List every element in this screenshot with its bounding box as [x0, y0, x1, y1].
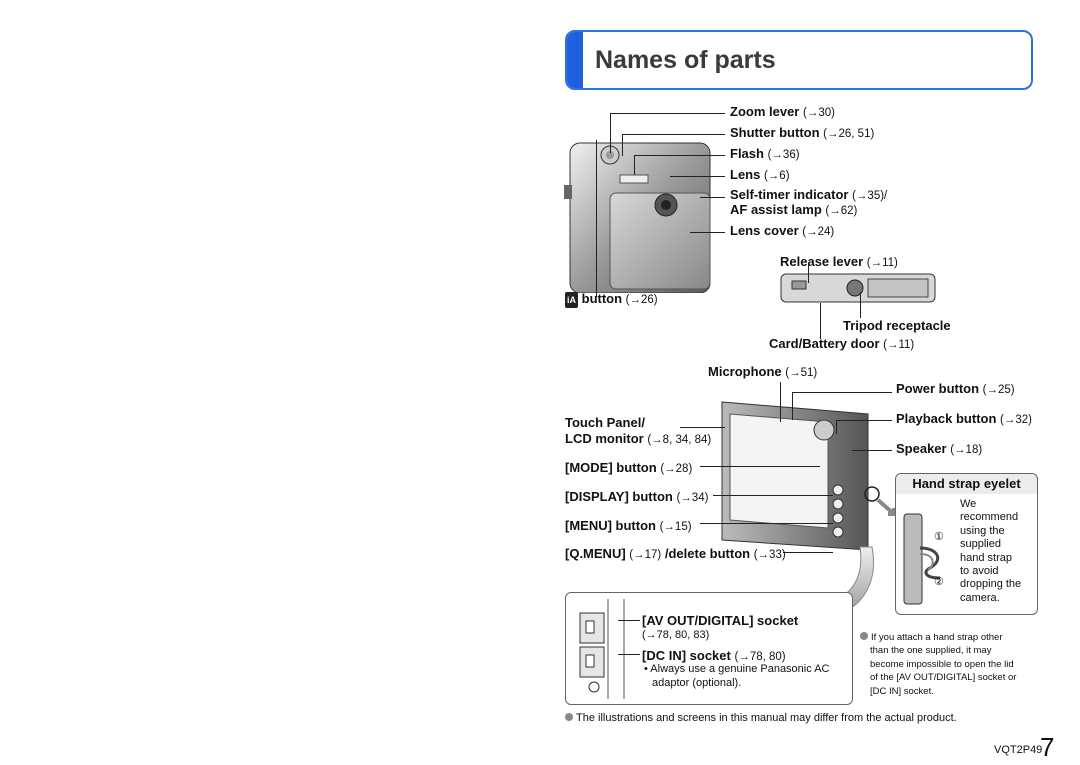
label-av-socket: [AV OUT/DIGITAL] socket [642, 613, 799, 628]
dc-note-line2: adaptor (optional). [652, 677, 742, 689]
label-display-button: [DISPLAY] button (→34) [565, 489, 709, 504]
strap-mark-1: ① [934, 531, 944, 543]
footer-bullet-icon [565, 713, 573, 721]
socket-inset-panel: [AV OUT/DIGITAL] socket (→78, 80, 83) [D… [565, 592, 853, 705]
camera-front-illustration [564, 142, 711, 293]
ia-icon: iA [565, 292, 578, 308]
label-power-button: Power button (→25) [896, 381, 1015, 396]
label-lens-cover: Lens cover (→24) [730, 223, 835, 238]
label-lens: Lens (→6) [730, 167, 790, 182]
label-mode-button: [MODE] button (→28) [565, 460, 693, 475]
page-title: Names of parts [595, 46, 776, 74]
socket-illustration [579, 599, 625, 699]
note-bullet-icon [860, 632, 868, 640]
label-card-door: Card/Battery door (→11) [769, 336, 915, 351]
strap-mark-2: ② [934, 576, 944, 588]
label-microphone: Microphone (→51) [708, 364, 818, 379]
model-number: VQT2P49 [994, 744, 1043, 756]
strap-note: If you attach a hand strap other than th… [860, 631, 1016, 698]
label-touch-panel: Touch Panel/ [565, 415, 645, 430]
label-ia-button: iA button (→26) [565, 291, 658, 308]
label-playback-button: Playback button (→32) [896, 411, 1032, 426]
label-menu-button: [MENU] button (→15) [565, 518, 692, 533]
camera-back-illustration [721, 401, 869, 551]
page-number: 7 [1040, 732, 1055, 762]
hand-strap-panel: Hand strap eyelet ① ② We recommend using… [895, 473, 1038, 615]
label-lcd-monitor: LCD monitor (→8, 34, 84) [565, 431, 712, 446]
label-self-timer: Self-timer indicator (→35)/ [730, 187, 888, 202]
footer-note: The illustrations and screens in this ma… [565, 712, 957, 724]
label-dc-socket: [DC IN] socket (→78, 80) [642, 648, 786, 663]
hand-strap-title: Hand strap eyelet [896, 474, 1037, 494]
camera-bottom-illustration [780, 273, 936, 303]
dc-note-line1: • Always use a genuine Panasonic AC [644, 663, 830, 675]
label-speaker: Speaker (→18) [896, 441, 983, 456]
av-socket-ref: (→78, 80, 83) [642, 629, 710, 641]
label-qmenu-button: [Q.MENU] (→17) /delete button (→33) [565, 546, 786, 561]
label-flash: Flash (→36) [730, 146, 800, 161]
label-release-lever: Release lever (→11) [780, 254, 898, 269]
strap-illustration [903, 513, 941, 605]
label-shutter-button: Shutter button (→26, 51) [730, 125, 875, 140]
strap-recommend-text: We recommend using the supplied hand str… [960, 498, 1022, 604]
strap-arrow-icon [864, 486, 900, 516]
header-accent-tab [567, 32, 583, 88]
label-tripod: Tripod receptacle [843, 318, 951, 333]
section-header: Names of parts [565, 30, 1033, 90]
label-zoom-lever: Zoom lever (→30) [730, 104, 835, 119]
label-af-assist: AF assist lamp (→62) [730, 202, 858, 217]
